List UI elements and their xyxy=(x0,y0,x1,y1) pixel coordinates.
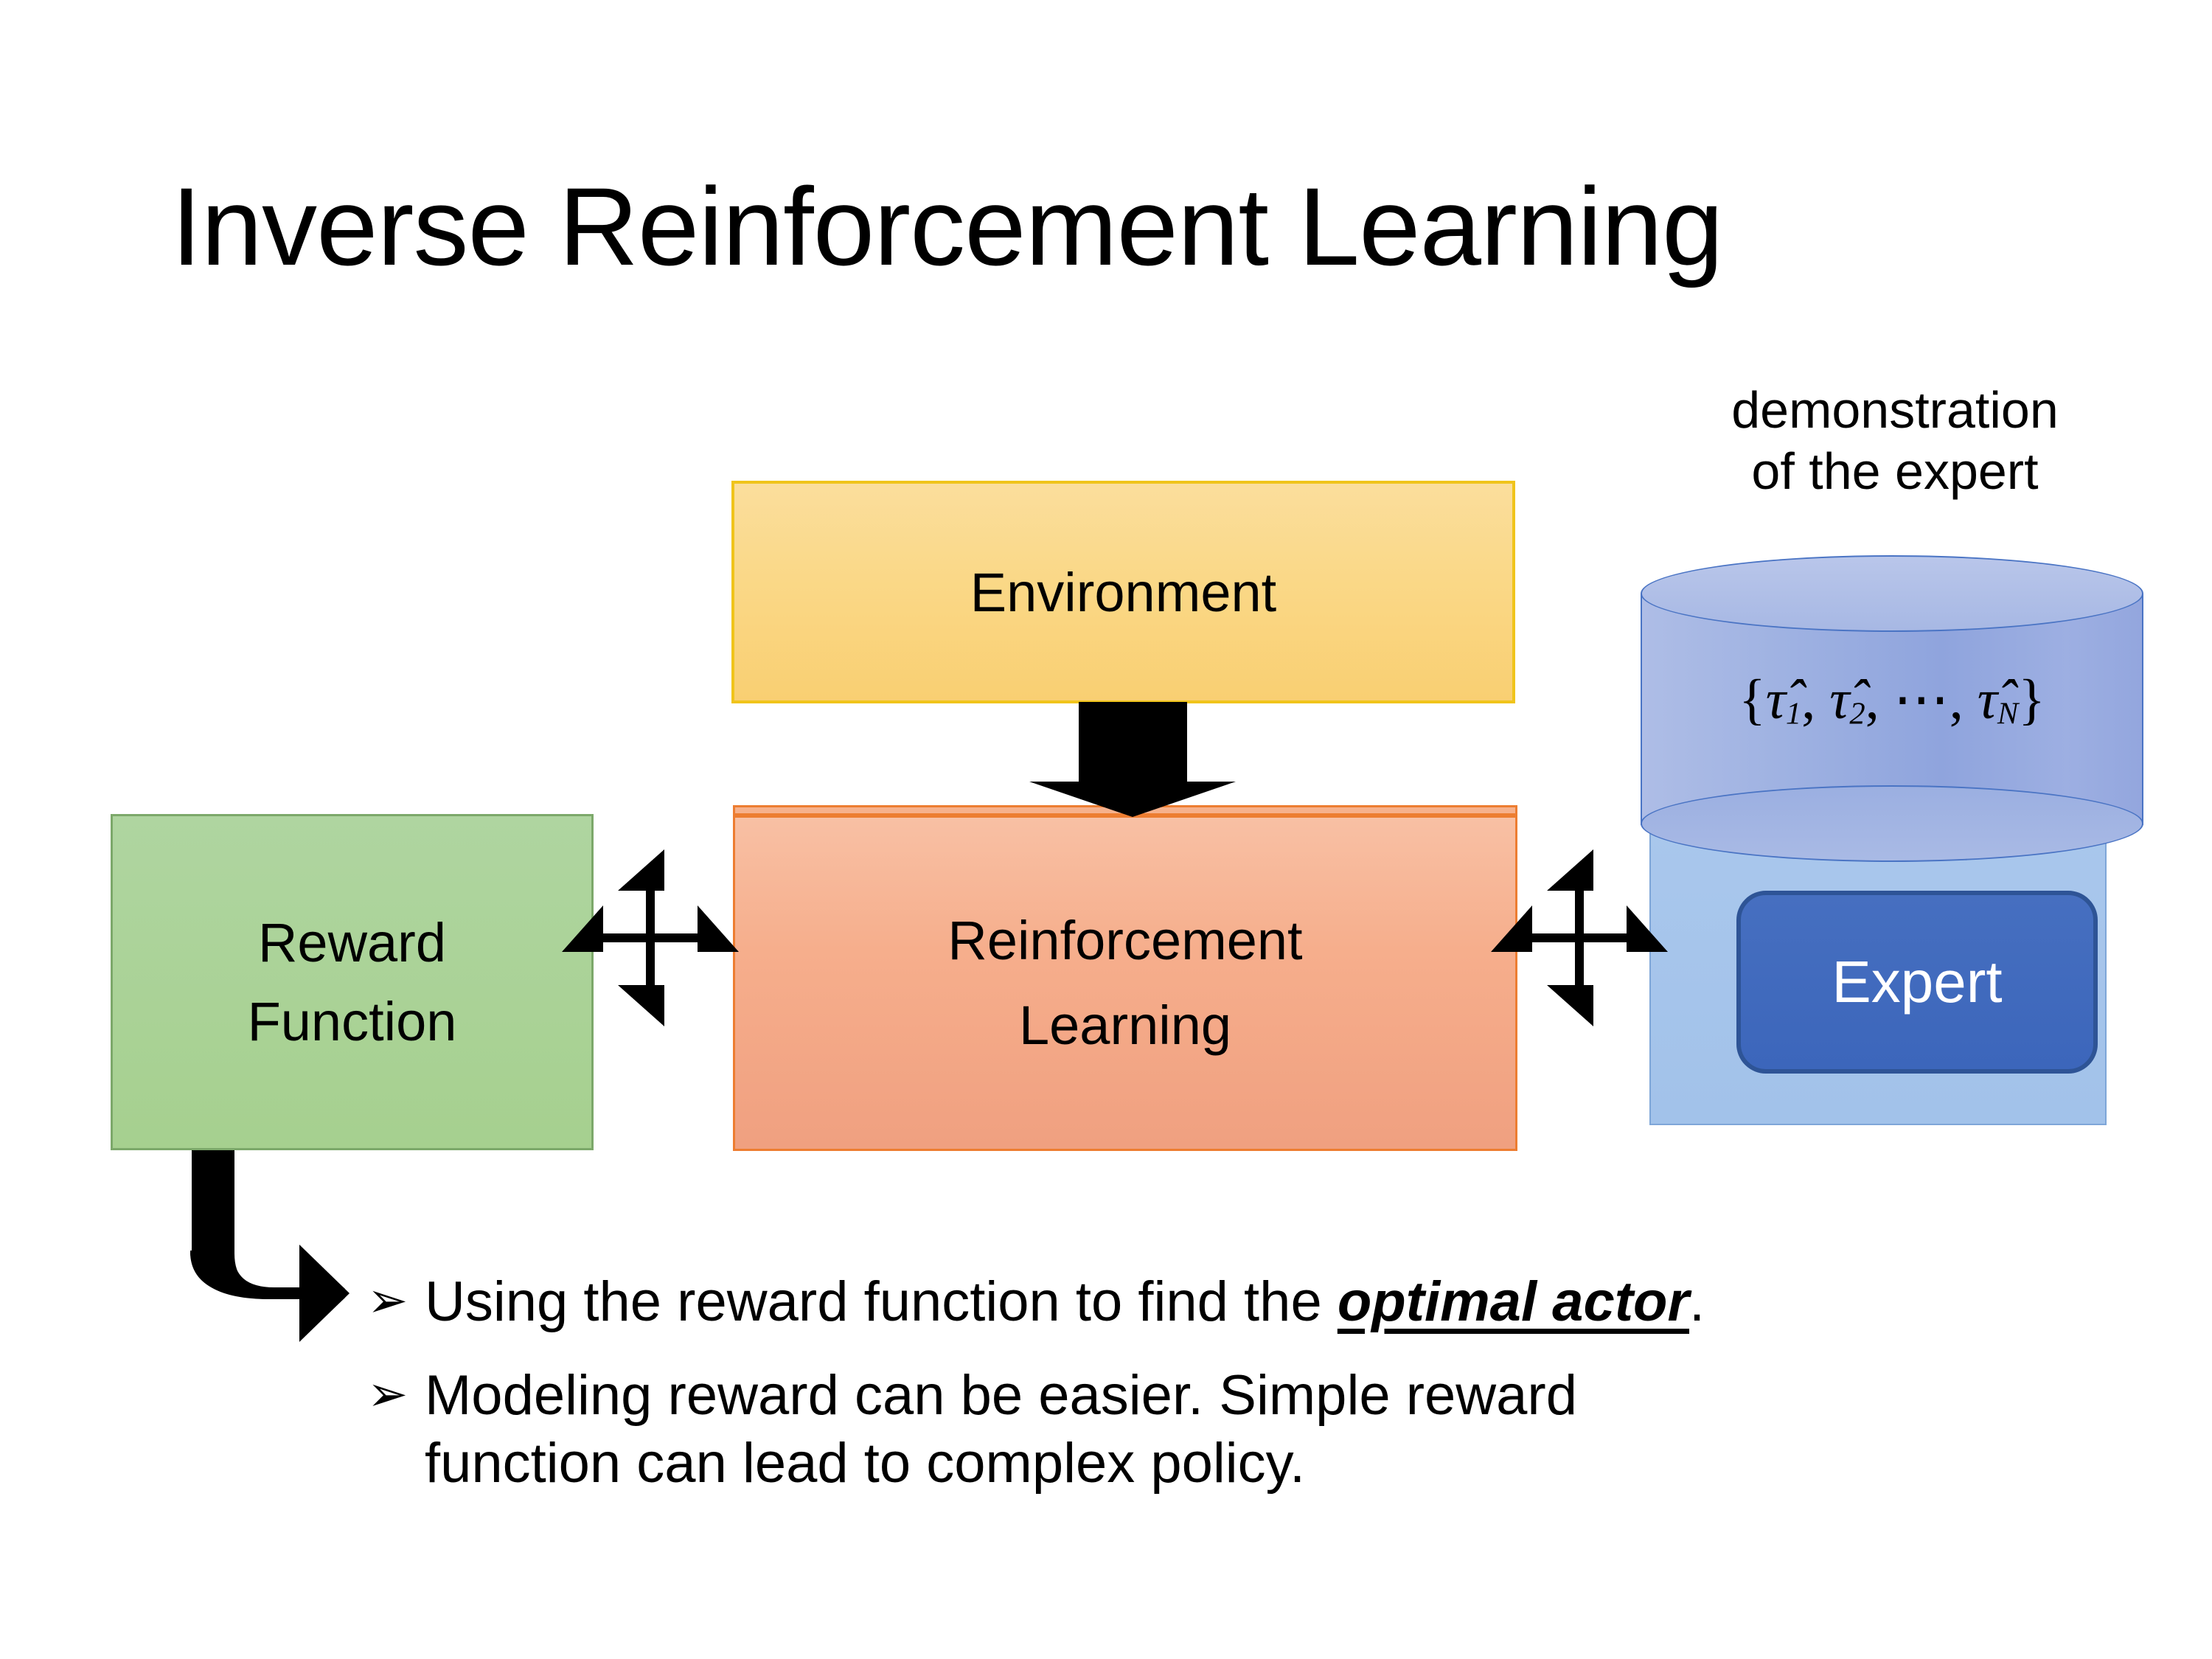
expert-box-label: Expert xyxy=(1832,949,2003,1015)
tau-n-subscript: N xyxy=(1997,696,2019,731)
reinforcement-learning-box[interactable]: Reinforcement Learning xyxy=(733,815,1517,1151)
environment-box[interactable]: Environment xyxy=(731,481,1515,703)
cylinder-trajectory-set-label: {τ̂1, τ̂2, ⋯, τ̂N} xyxy=(1739,669,2045,731)
tau-n: τ̂ xyxy=(1977,669,1997,731)
rl-box-top-strip xyxy=(733,805,1517,815)
environment-box-label: Environment xyxy=(970,561,1277,623)
bullet-marker-icon: ➢ xyxy=(367,1273,408,1327)
reward-function-label-line2: Function xyxy=(247,991,457,1052)
expert-box[interactable]: Expert xyxy=(1736,891,2098,1074)
rl-box-label-line2: Learning xyxy=(1018,994,1231,1056)
tau-1-subscript: 1 xyxy=(1785,696,1802,731)
tau-2: τ̂ xyxy=(1829,669,1850,731)
reward-function-box[interactable]: Reward Function xyxy=(111,814,594,1150)
rl-box-label-line1: Reinforcement xyxy=(947,909,1303,971)
demonstration-caption-line2: of the expert xyxy=(1751,442,2039,500)
bullet-item-2-text: Modeling reward can be easier. Simple re… xyxy=(425,1363,1578,1495)
demonstration-caption: demonstration of the expert xyxy=(1652,380,2138,501)
bullet-list: ➢ Using the reward function to find the … xyxy=(367,1268,2152,1523)
tau-2-subscript: 2 xyxy=(1849,696,1865,731)
reward-function-label-line1: Reward xyxy=(257,911,446,973)
demonstration-cylinder: {τ̂1, τ̂2, ⋯, τ̂N} xyxy=(1641,555,2143,863)
tau-1: τ̂ xyxy=(1765,669,1786,731)
bullet-item-2: ➢ Modeling reward can be easier. Simple … xyxy=(367,1362,1768,1498)
demonstration-caption-line1: demonstration xyxy=(1731,381,2059,439)
reward-to-bullet-elbow-arrow xyxy=(190,1150,349,1342)
cylinder-bottom-ellipse xyxy=(1641,785,2143,862)
bullet-item-1-text: Using the reward function to find the op… xyxy=(425,1268,2152,1337)
bullet-marker-icon-2: ➢ xyxy=(367,1366,408,1421)
env-to-rl-down-arrow xyxy=(1029,702,1236,817)
bullet-1-prefix: Using the reward function to find the xyxy=(425,1270,1338,1333)
ellipsis: ⋯ xyxy=(1893,669,1950,731)
page-title: Inverse Reinforcement Learning xyxy=(171,164,1724,288)
bullet-item-1: ➢ Using the reward function to find the … xyxy=(367,1268,2152,1337)
bullet-1-emphasis: optimal actor xyxy=(1337,1270,1690,1333)
cylinder-top-ellipse xyxy=(1641,555,2143,632)
bullet-1-suffix: . xyxy=(1689,1270,1705,1333)
rl-to-expert-quad-arrow xyxy=(1491,849,1668,1026)
